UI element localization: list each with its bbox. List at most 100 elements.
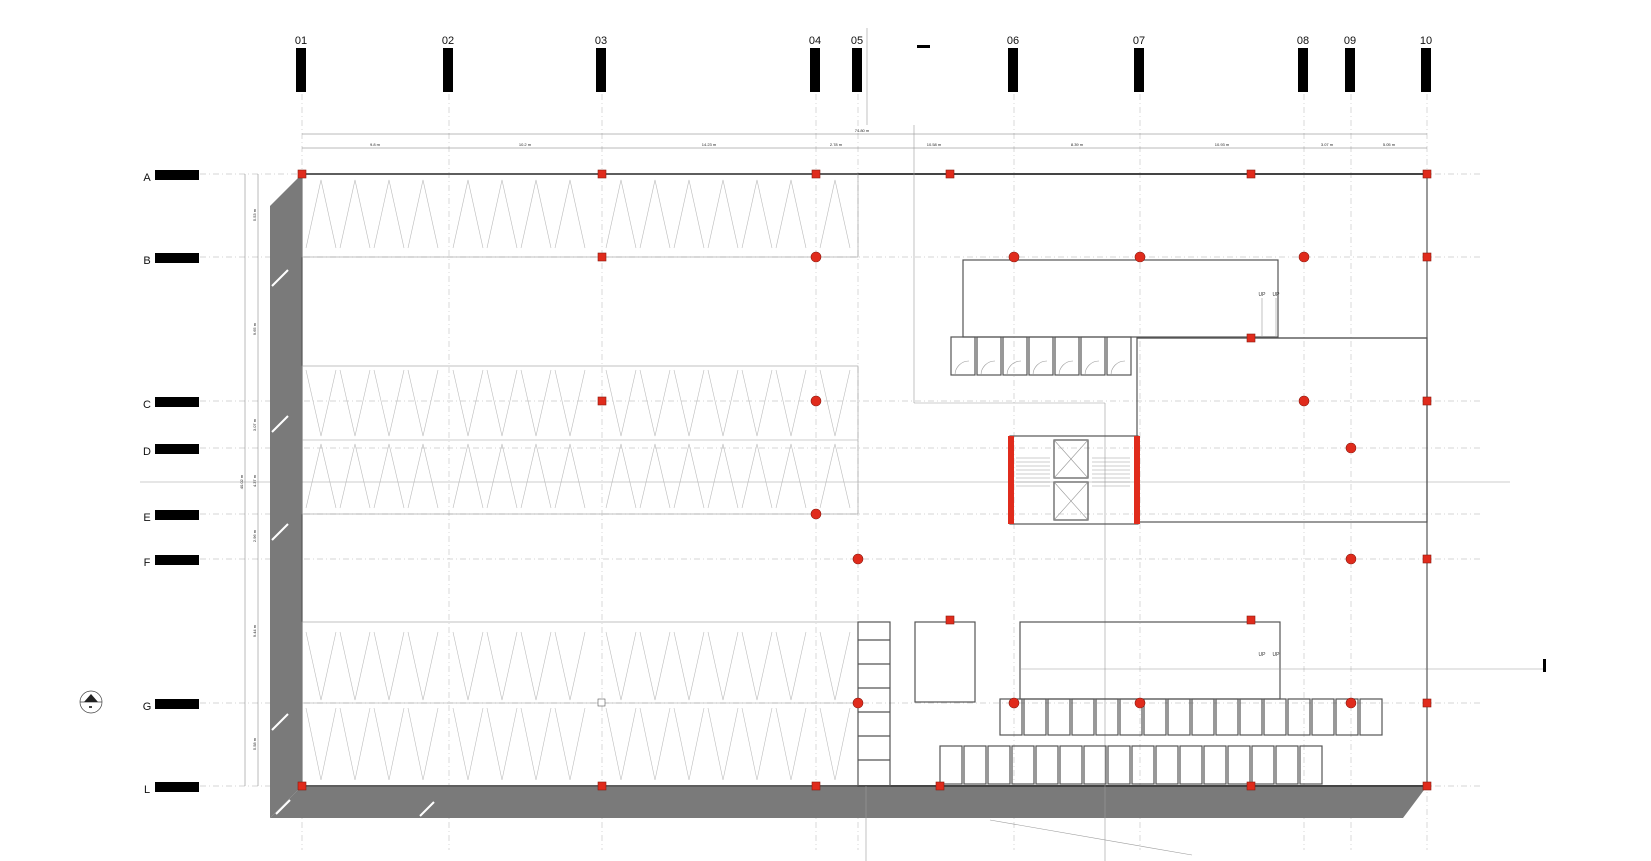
parking-stalls (301, 173, 859, 787)
grid-label-row-C: C (143, 399, 151, 411)
column-round-1 (1008, 251, 1020, 263)
parking-stall-bot-a-14 (819, 631, 851, 701)
diagonal-line (989, 819, 1193, 856)
grid-label-row-G: G (143, 701, 152, 713)
parking-stall-mid-a-9 (639, 369, 671, 437)
column-round-11 (1008, 697, 1020, 709)
perimeter-walls (301, 173, 1428, 787)
core-wall-left (1008, 436, 1014, 524)
parking-stall-top-2 (373, 179, 405, 249)
parking-stall-mid-b-5 (486, 443, 518, 509)
parking-stall-mid-b-6 (520, 443, 552, 509)
parking-stall-bot-b-4 (452, 707, 484, 781)
column-square-2 (945, 169, 955, 179)
room-bottom-b-3 (1011, 745, 1035, 785)
room-top-4 (1054, 336, 1080, 376)
column-square-4 (1422, 169, 1432, 179)
parking-stall-bot-b-14 (819, 707, 851, 781)
lower-block: UP UP (857, 621, 1427, 861)
grid-marker-row-L (155, 782, 199, 792)
dim-v-02: 9.65 m (252, 322, 257, 335)
column-round-9 (1345, 553, 1357, 565)
parking-stall-bot-a-6 (520, 631, 552, 701)
parking-stall-bot-b-5 (486, 707, 518, 781)
grid-marker-row-E (155, 510, 199, 520)
parking-stall-bot-a-3 (407, 631, 439, 701)
room-bottom-a-2 (1047, 698, 1071, 736)
parking-stall-bot-b-10 (673, 707, 705, 781)
parking-stall-mid-b-1 (339, 443, 371, 509)
parking-stall-bot-b-13 (775, 707, 807, 781)
parking-stall-bot-a-9 (639, 631, 671, 701)
grid-label-row-D: D (143, 446, 151, 458)
column-round-6 (1345, 442, 1357, 454)
grid-marker-col-07 (1134, 48, 1144, 92)
up-label-4: UP (1273, 652, 1281, 658)
parking-stall-mid-b-2 (373, 443, 405, 509)
parking-stall-top-6 (520, 179, 552, 249)
column-square-9 (1422, 396, 1432, 406)
column-round-12 (1134, 697, 1146, 709)
grid-marker-row-D (155, 444, 199, 454)
building-shadow (270, 174, 1427, 818)
dim-h-08: 3.07 m (1321, 142, 1334, 147)
parking-stall-top-8 (605, 179, 637, 249)
room-bottom-b-9 (1155, 745, 1179, 785)
grid-marker-col-09 (1345, 48, 1355, 92)
structural-columns (297, 169, 1432, 791)
horizontal-dimensions: 74.80 m 9.8 m 10.2 m 14.23 m 2.78 m 10.5… (302, 128, 1427, 149)
parking-stall-top-7 (554, 179, 586, 249)
column-square-0 (597, 169, 607, 179)
section-cut-mark-top (917, 45, 930, 48)
dim-v-07: 5.58 m (252, 737, 257, 750)
grid-label-col-09: 09 (1344, 35, 1356, 47)
column-square-16 (935, 781, 945, 791)
grid-label-col-02: 02 (442, 35, 454, 47)
room-bottom-b-0 (939, 745, 963, 785)
parking-stall-bot-b-0 (305, 707, 337, 781)
parking-stall-bot-b-6 (520, 707, 552, 781)
parking-stall-mid-a-8 (605, 369, 637, 437)
room-bottom-a-14 (1335, 698, 1359, 736)
column-missing-marker (597, 698, 606, 707)
parking-stall-bot-b-11 (707, 707, 739, 781)
room-bottom-b-15 (1299, 745, 1323, 785)
column-round-13 (1345, 697, 1357, 709)
up-label-2: UP (1273, 292, 1281, 298)
parking-stall-mid-a-3 (407, 369, 439, 437)
room-bottom-a-10 (1239, 698, 1263, 736)
parking-stall-mid-b-10 (673, 443, 705, 509)
parking-stall-bot-b-1 (339, 707, 371, 781)
parking-stall-bot-b-3 (407, 707, 439, 781)
door-swing-top-2 (1006, 360, 1022, 376)
column-round-2 (1134, 251, 1146, 263)
parking-stall-mid-b-7 (554, 443, 586, 509)
column-square-13 (1422, 698, 1432, 708)
parking-stall-mid-a-10 (673, 369, 705, 437)
grid-label-col-10: 10 (1420, 35, 1432, 47)
door-swing-top-1 (980, 360, 996, 376)
parking-stall-mid-b-13 (775, 443, 807, 509)
parking-stall-mid-a-2 (373, 369, 405, 437)
room-bottom-a-11 (1263, 698, 1287, 736)
parking-stall-bot-a-10 (673, 631, 705, 701)
grid-marker-col-10 (1421, 48, 1431, 92)
east-hall (1136, 337, 1428, 523)
row-markers: A B C D E F G L (143, 170, 199, 796)
parking-stall-mid-a-12 (741, 369, 773, 437)
axis-lines (140, 94, 1510, 850)
dim-h-01: 9.8 m (370, 142, 381, 147)
parking-stall-bot-a-8 (605, 631, 637, 701)
parking-stall-mid-a-1 (339, 369, 371, 437)
parking-stall-mid-a-11 (707, 369, 739, 437)
room-bottom-b-8 (1131, 745, 1155, 785)
parking-stall-top-10 (673, 179, 705, 249)
room-top-6 (1106, 336, 1132, 376)
grid-marker-row-C (155, 397, 199, 407)
grid-marker-col-06 (1008, 48, 1018, 92)
grid-marker-row-A (155, 170, 199, 180)
column-round-8 (852, 553, 864, 565)
room-top-3 (1028, 336, 1054, 376)
